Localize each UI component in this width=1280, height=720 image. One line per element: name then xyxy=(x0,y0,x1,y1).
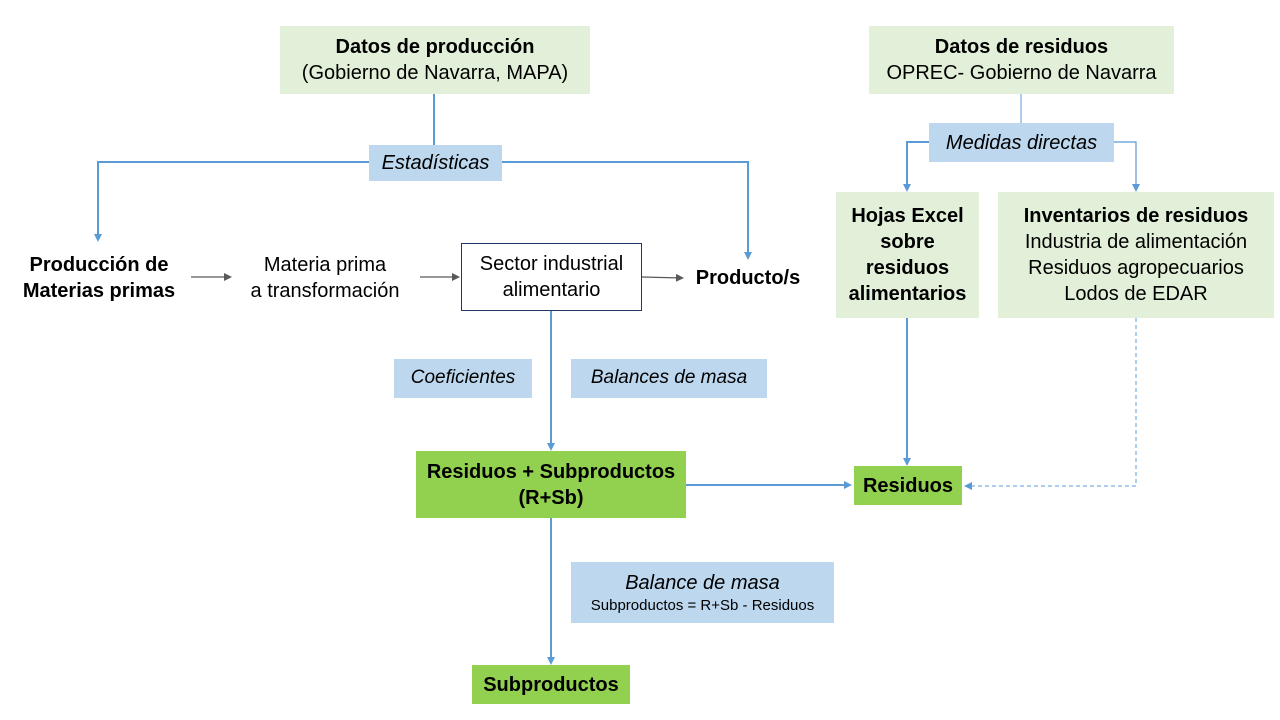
produccion-materias-line1: Producción de xyxy=(29,254,169,276)
estadisticas-label: Estadísticas xyxy=(369,145,502,181)
residuos-subproductos-line2: (R+Sb) xyxy=(518,486,584,509)
datos-residuos-box: Datos de residuos OPREC- Gobierno de Nav… xyxy=(869,26,1174,94)
arrow-medidas-hojas xyxy=(903,141,929,192)
inventarios-box: Inventarios de residuos Industria de ali… xyxy=(998,192,1274,318)
materia-prima-line2: a transformación xyxy=(250,280,400,302)
productos-node: Producto/s xyxy=(695,267,801,289)
materia-prima-line1: Materia prima xyxy=(263,254,387,276)
sector-industrial-line2: alimentario xyxy=(502,279,601,301)
arrow-estadisticas-producto xyxy=(502,161,752,260)
medidas-directas-label: Medidas directas xyxy=(929,123,1114,162)
datos-produccion-box: Datos de producción (Gobierno de Navarra… xyxy=(280,26,590,94)
materia-prima-node: Materia prima a transformación xyxy=(235,248,415,308)
coeficientes-label: Coeficientes xyxy=(394,359,532,398)
residuos-subproductos-box: Residuos + Subproductos (R+Sb) xyxy=(416,451,686,518)
subproductos-box: Subproductos xyxy=(472,665,630,704)
arrow-medidas-inventarios xyxy=(1114,141,1140,192)
datos-residuos-title: Datos de residuos xyxy=(934,36,1109,58)
hojas-excel-line1: Hojas Excel xyxy=(851,205,964,227)
inventarios-item: Industria de alimentación xyxy=(1024,231,1248,253)
produccion-materias-line2: Materias primas xyxy=(22,280,176,302)
inventarios-title: Inventarios de residuos xyxy=(1023,205,1249,227)
residuos-box: Residuos xyxy=(854,466,962,505)
balance-masa-title: Balance de masa xyxy=(625,571,780,594)
balances-masa-label: Balances de masa xyxy=(571,359,767,398)
hojas-excel-line2: sobre xyxy=(880,231,935,253)
balance-masa-formula: Subproductos = R+Sb - Residuos xyxy=(590,596,815,614)
inventarios-item: Lodos de EDAR xyxy=(1064,283,1208,305)
hojas-excel-line3: residuos xyxy=(865,257,950,279)
produccion-materias-primas-node: Producción de Materias primas xyxy=(14,248,184,308)
hojas-excel-line4: alimentarios xyxy=(848,283,967,305)
datos-produccion-subtitle: (Gobierno de Navarra, MAPA) xyxy=(301,62,569,84)
arrow-sector-producto xyxy=(641,273,684,282)
residuos-subproductos-line1: Residuos + Subproductos xyxy=(426,460,676,483)
datos-produccion-title: Datos de producción xyxy=(335,36,535,58)
sector-industrial-box: Sector industrial alimentario xyxy=(461,243,642,311)
datos-residuos-subtitle: OPREC- Gobierno de Navarra xyxy=(886,62,1157,84)
arrow-estadisticas-materias xyxy=(94,161,369,242)
inventarios-item: Residuos agropecuarios xyxy=(1028,257,1244,279)
arrow-inventarios-residuos-dashed xyxy=(964,318,1137,490)
hojas-excel-box: Hojas Excel sobre residuos alimentarios xyxy=(836,192,979,318)
sector-industrial-line1: Sector industrial xyxy=(479,253,624,275)
balance-masa-box: Balance de masa Subproductos = R+Sb - Re… xyxy=(571,562,834,623)
